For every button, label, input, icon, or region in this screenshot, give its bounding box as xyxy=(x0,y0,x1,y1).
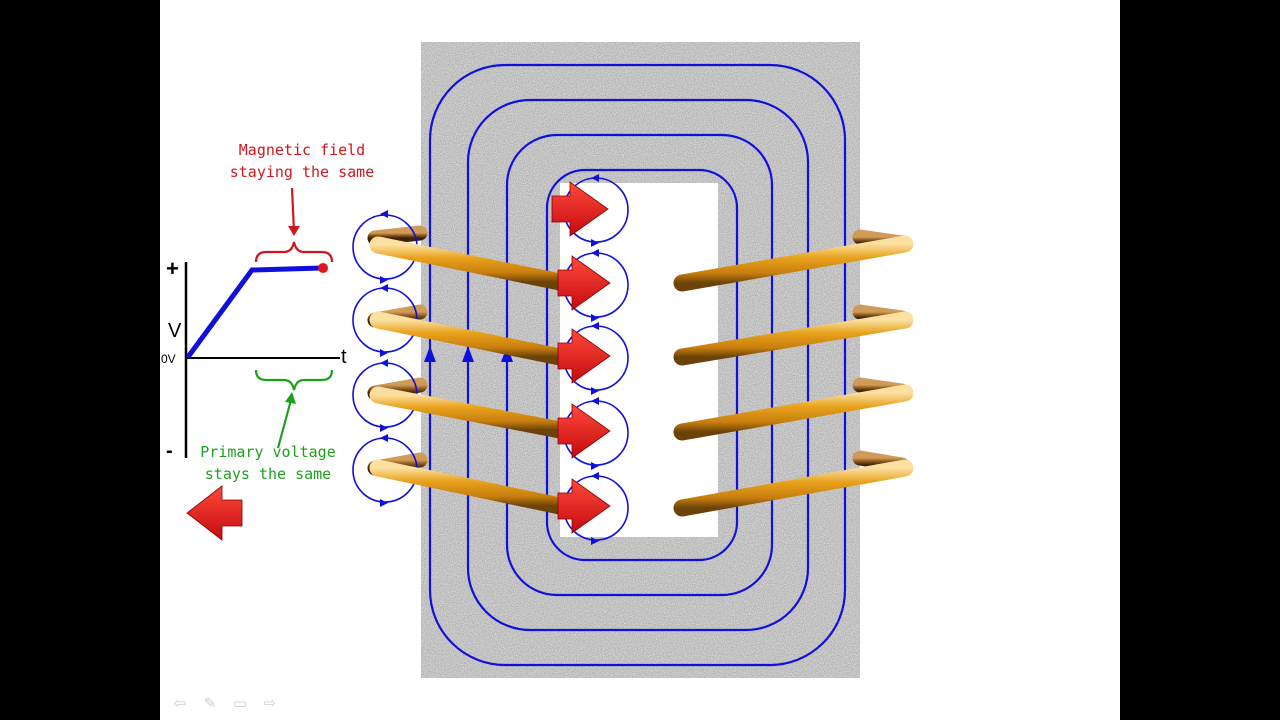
flux-circle-arrowheads xyxy=(380,174,599,545)
current-arrow-icon xyxy=(557,255,611,311)
transformer-diagram xyxy=(169,42,1114,678)
slide-nav: ⇦ ✎ ▭ ⇨ xyxy=(170,694,280,712)
iron-core xyxy=(421,42,860,678)
menu-icon[interactable]: ▭ xyxy=(232,694,248,712)
voltage-graph xyxy=(184,262,340,458)
voltage-pointer-arrowhead xyxy=(285,392,296,404)
primary-coil-front xyxy=(169,200,569,515)
current-arrow-icon xyxy=(557,328,611,384)
secondary-coil-front xyxy=(671,199,1114,517)
slide: Magnetic field staying the same Primary … xyxy=(160,0,1120,720)
field-pointer-arrowhead xyxy=(288,226,300,236)
current-arrow-icon xyxy=(557,403,611,459)
current-arrows xyxy=(186,181,611,541)
primary-voltage-line-2: stays the same xyxy=(204,465,332,483)
graph-plus-label: + xyxy=(166,256,179,281)
field-brace xyxy=(254,187,334,263)
graph-v-label: V xyxy=(168,320,182,342)
magnetic-field-line-2: staying the same xyxy=(229,163,375,181)
graph-minus-label: - xyxy=(166,440,173,462)
primary-voltage-line-1: Primary voltage xyxy=(200,443,336,461)
pen-icon[interactable]: ✎ xyxy=(203,694,217,712)
next-slide-icon[interactable]: ⇨ xyxy=(263,694,277,712)
primary-voltage-label: Primary voltage stays the same xyxy=(188,441,348,485)
current-arrow-icon xyxy=(557,478,611,534)
core-flux-lines xyxy=(428,63,847,667)
voltage-brace xyxy=(254,369,334,449)
graph-zero-label: 0V xyxy=(161,352,176,366)
previous-slide-icon[interactable]: ⇦ xyxy=(173,694,187,712)
magnetic-field-line-1: Magnetic field xyxy=(238,141,366,159)
current-arrow-icon xyxy=(551,181,609,237)
graph-t-label: t xyxy=(341,346,347,368)
current-arrow-icon xyxy=(186,485,243,541)
magnetic-field-label: Magnetic field staying the same xyxy=(222,139,382,183)
